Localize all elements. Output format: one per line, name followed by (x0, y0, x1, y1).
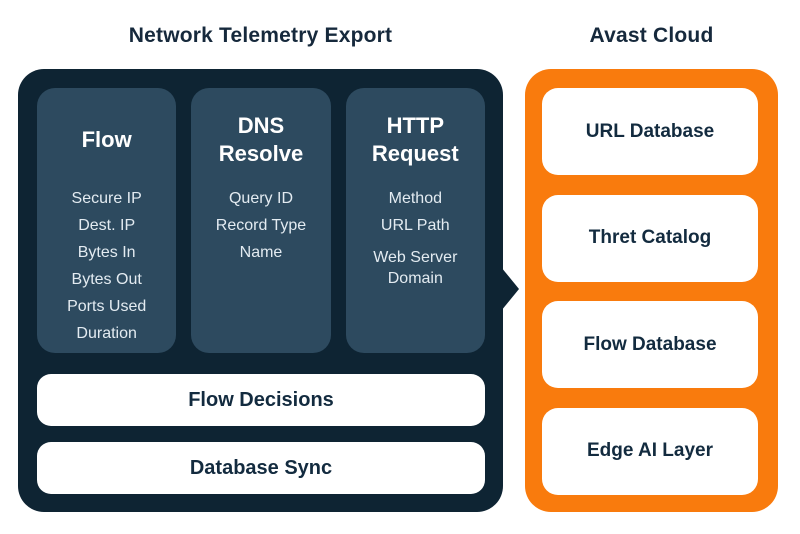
edge-ai-layer-card: Edge AI Layer (542, 407, 758, 495)
flow-item: Dest. IP (78, 217, 136, 234)
dns-item: Query ID (228, 190, 293, 207)
http-request-card-items: Method URL Path Web Server Domain (346, 185, 485, 289)
flow-item: Bytes Out (71, 271, 142, 288)
thret-catalog-label: Thret Catalog (588, 227, 712, 249)
database-sync-bar: Database Sync (37, 442, 485, 494)
http-request-card: HTTP Request Method URL Path Web Server … (345, 88, 485, 353)
left-panel-title: Network Telemetry Export (128, 24, 393, 47)
flow-item: Secure IP (71, 190, 142, 207)
flow-item: Ports Used (67, 298, 147, 315)
flow-decisions-bar: Flow Decisions (37, 374, 485, 426)
flow-item: Duration (76, 325, 137, 342)
flow-card-title: Flow (81, 126, 132, 152)
telemetry-cards-row: Flow Secure IP Dest. IP Bytes In Bytes O… (37, 88, 485, 353)
flow-card: Flow Secure IP Dest. IP Bytes In Bytes O… (37, 88, 177, 353)
dns-item: Name (239, 244, 283, 261)
http-request-card-title: HTTP Request (371, 112, 459, 166)
url-database-card: URL Database (542, 88, 758, 175)
dns-resolve-card: DNS Resolve Query ID Record Type Name (191, 88, 331, 353)
flow-card-items: Secure IP Dest. IP Bytes In Bytes Out Po… (37, 185, 176, 347)
dns-resolve-card-items: Query ID Record Type Name (191, 185, 330, 266)
database-sync-label: Database Sync (189, 456, 333, 479)
right-panel-title: Avast Cloud (589, 24, 714, 47)
http-item: Method (388, 190, 442, 207)
flow-database-label: Flow Database (583, 333, 717, 355)
avast-cloud-panel: URL Database Thret Catalog Flow Database… (525, 69, 778, 512)
arrow-right-icon (501, 267, 519, 311)
network-telemetry-panel: Flow Secure IP Dest. IP Bytes In Bytes O… (18, 69, 503, 512)
thret-catalog-card: Thret Catalog (542, 194, 758, 282)
flow-database-card: Flow Database (542, 301, 758, 389)
dns-item: Record Type (215, 217, 307, 234)
url-database-label: URL Database (585, 120, 715, 142)
http-item: Web Server Domain (373, 249, 458, 287)
flow-decisions-label: Flow Decisions (188, 388, 334, 411)
dns-resolve-card-title: DNS Resolve (218, 112, 304, 166)
flow-item: Bytes In (77, 244, 136, 261)
edge-ai-layer-label: Edge AI Layer (586, 440, 713, 462)
http-item: URL Path (380, 217, 450, 234)
